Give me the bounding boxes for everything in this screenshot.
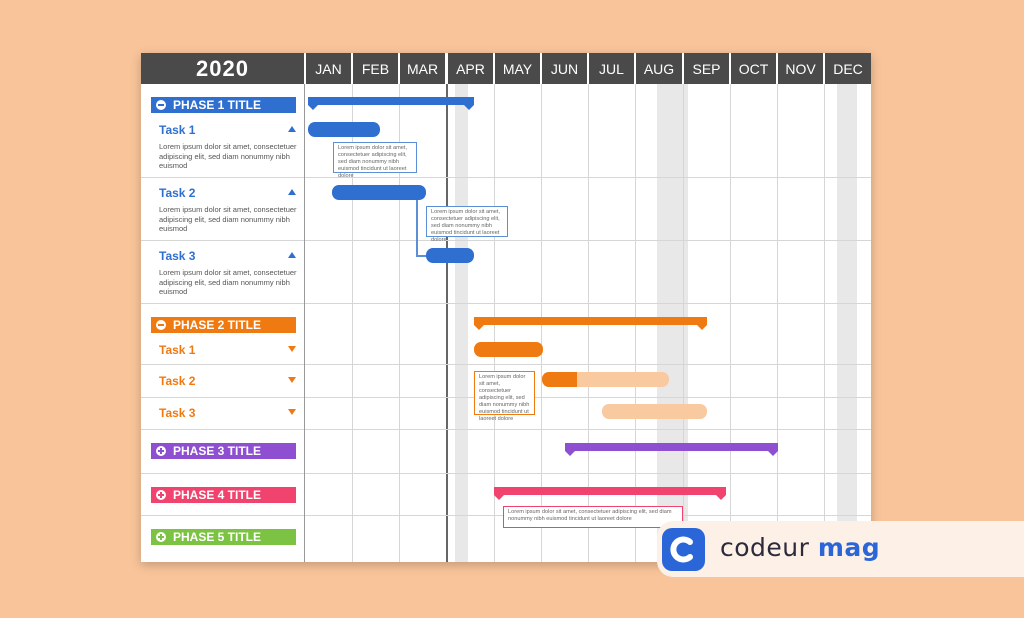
plus-circle-icon[interactable] [156, 490, 166, 500]
phase-4-bar-end [716, 495, 726, 500]
grid-line [824, 84, 825, 562]
triangle-up-icon[interactable] [288, 252, 296, 258]
phase-1-task-3-title: Task 3 [159, 249, 196, 263]
triangle-down-icon[interactable] [288, 377, 296, 383]
grid-line [777, 84, 778, 562]
phase-1-task-2-bar[interactable] [332, 185, 426, 200]
phase-2-task-2-title: Task 2 [159, 374, 196, 388]
month-jan: JAN [306, 53, 351, 84]
grid-line [399, 84, 400, 562]
grid-line-today [446, 84, 448, 562]
phase-3-bar-end [768, 451, 778, 456]
month-nov: NOV [778, 53, 823, 84]
phase-1-task-1-desc: Lorem ipsum dolor sit amet, consectetuer… [159, 142, 297, 170]
plus-circle-icon[interactable] [156, 446, 166, 456]
month-may: MAY [495, 53, 540, 84]
phase-3-header[interactable]: PHASE 3 TITLE [151, 443, 296, 459]
phase-2-title: PHASE 2 TITLE [173, 318, 262, 332]
phase-4-title: PHASE 4 TITLE [173, 488, 262, 502]
month-aug: AUG [636, 53, 682, 84]
phase-2-task-1-bar[interactable] [474, 342, 543, 357]
grid-row-line [141, 429, 871, 430]
phase-2-task-1-title: Task 1 [159, 343, 196, 357]
task-note: Lorem ipsum dolor sit amet, consectetuer… [503, 506, 683, 528]
phase-1-task-2-title: Task 2 [159, 186, 196, 200]
grid-row-line [141, 473, 871, 474]
phase-2-header[interactable]: PHASE 2 TITLE [151, 317, 296, 333]
sidebar-divider [304, 84, 305, 562]
month-apr: APR [448, 53, 493, 84]
sidebar-row-line [141, 397, 304, 398]
c-logo-icon [662, 528, 705, 571]
phase-4-bar[interactable] [494, 487, 726, 495]
year-label: 2020 [141, 53, 304, 84]
minus-circle-icon[interactable] [156, 320, 166, 330]
month-dec: DEC [825, 53, 871, 84]
phase-1-bar-start [308, 105, 318, 110]
month-oct: OCT [731, 53, 776, 84]
month-mar: MAR [400, 53, 445, 84]
phase-2-task-3-bar[interactable] [602, 404, 707, 419]
phase-1-task-1-bar[interactable] [308, 122, 380, 137]
plus-circle-icon[interactable] [156, 532, 166, 542]
phase-5-title: PHASE 5 TITLE [173, 530, 262, 544]
phase-1-task-2-desc: Lorem ipsum dolor sit amet, consectetuer… [159, 205, 297, 233]
sidebar-row-line [141, 515, 304, 516]
grid-line [730, 84, 731, 562]
triangle-up-icon[interactable] [288, 126, 296, 132]
sidebar-row-line [141, 429, 304, 430]
phase-4-bar-start [494, 495, 504, 500]
phase-1-bar[interactable] [308, 97, 474, 105]
dependency-connector [416, 200, 418, 256]
triangle-down-icon[interactable] [288, 346, 296, 352]
phase-1-task-3-desc: Lorem ipsum dolor sit amet, consectetuer… [159, 268, 297, 296]
triangle-down-icon[interactable] [288, 409, 296, 415]
brand-name-main: codeur [720, 533, 810, 562]
grid-row-line [141, 177, 871, 178]
brand-banner [657, 521, 1024, 577]
sidebar-row-line [141, 303, 304, 304]
month-jul: JUL [589, 53, 634, 84]
phase-1-title: PHASE 1 TITLE [173, 98, 262, 112]
phase-2-bar-start [474, 325, 484, 330]
timeline-header: 2020 JAN FEB MAR APR MAY JUN JUL AUG SEP… [141, 53, 871, 84]
phase-1-task-1-title: Task 1 [159, 123, 196, 137]
month-jun: JUN [542, 53, 587, 84]
grid-row-line [141, 364, 871, 365]
sidebar-row-line [141, 240, 304, 241]
phase-2-task-2-progress [542, 372, 577, 387]
phase-2-task-3-title: Task 3 [159, 406, 196, 420]
phase-2-bar[interactable] [474, 317, 707, 325]
shade-apr [455, 84, 468, 562]
triangle-up-icon[interactable] [288, 189, 296, 195]
month-sep: SEP [684, 53, 729, 84]
sidebar-row-line [141, 177, 304, 178]
brand-name: codeur mag [720, 533, 880, 562]
phase-1-task-3-bar[interactable] [426, 248, 474, 263]
grid-line [352, 84, 353, 562]
dependency-connector [416, 255, 426, 257]
task-note: Lorem ipsum dolor sit amet, consectetuer… [333, 142, 417, 179]
phase-5-header[interactable]: PHASE 5 TITLE [151, 529, 296, 545]
grid-row-line [141, 303, 871, 304]
sidebar-row-line [141, 364, 304, 365]
gantt-chart: 2020 JAN FEB MAR APR MAY JUN JUL AUG SEP… [141, 53, 871, 562]
phase-1-bar-end [464, 105, 474, 110]
month-feb: FEB [353, 53, 398, 84]
phase-3-bar[interactable] [565, 443, 778, 451]
phase-1-header[interactable]: PHASE 1 TITLE [151, 97, 296, 113]
minus-circle-icon[interactable] [156, 100, 166, 110]
phase-3-bar-start [565, 451, 575, 456]
task-note: Lorem ipsum dolor sit amet, consectetuer… [474, 371, 535, 422]
brand-name-suffix: mag [817, 533, 881, 562]
sidebar-row-line [141, 473, 304, 474]
grid-row-line [141, 240, 871, 241]
task-note: Lorem ipsum dolor sit amet, consectetuer… [426, 206, 508, 243]
phase-3-title: PHASE 3 TITLE [173, 444, 262, 458]
shade-dec [837, 84, 857, 562]
phase-2-bar-end [697, 325, 707, 330]
phase-4-header[interactable]: PHASE 4 TITLE [151, 487, 296, 503]
